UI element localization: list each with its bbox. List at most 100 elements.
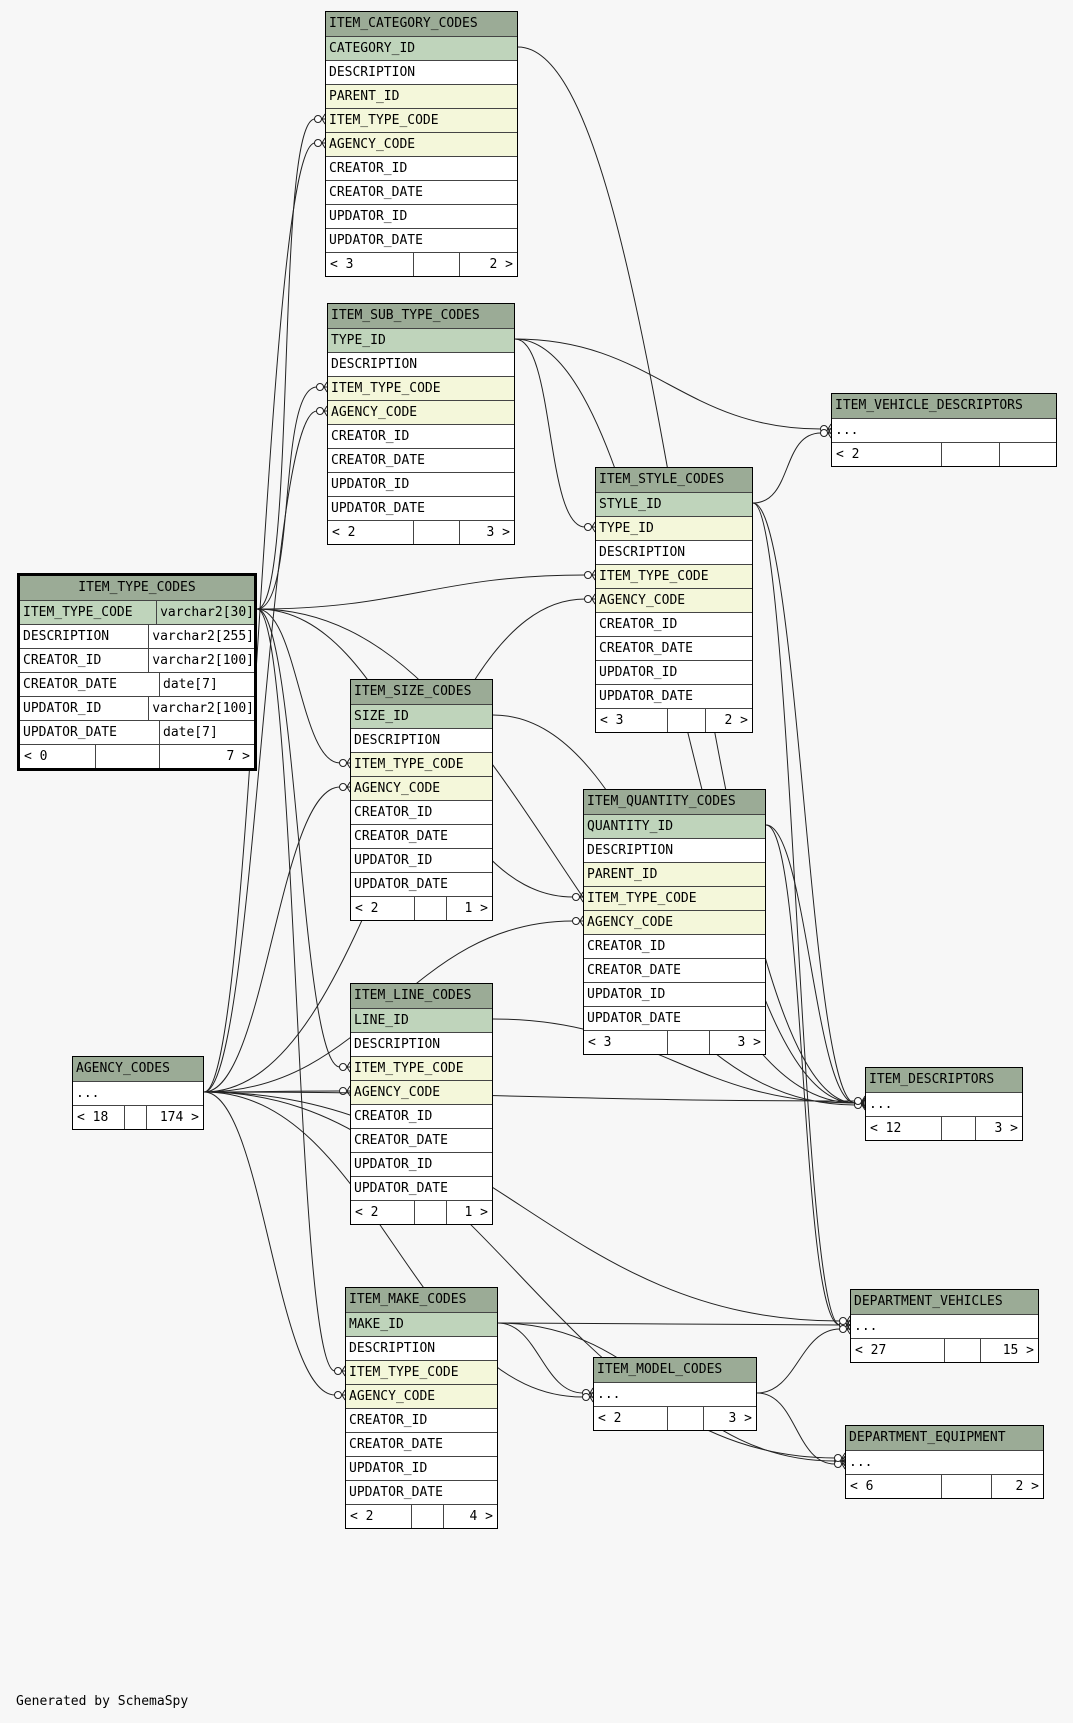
column-row[interactable]: ITEM_TYPE_CODE	[351, 752, 492, 776]
parent-count[interactable]: < 27	[851, 1339, 945, 1362]
parent-count[interactable]: < 2	[594, 1407, 668, 1430]
column-row[interactable]: AGENCY_CODE	[351, 776, 492, 800]
column-row[interactable]: CREATOR_ID	[351, 1104, 492, 1128]
column-row[interactable]: UPDATOR_DATE	[328, 496, 514, 520]
collapsed-columns[interactable]: ...	[851, 1314, 1038, 1338]
column-row[interactable]: AGENCY_CODE	[328, 400, 514, 424]
column-row[interactable]: UPDATOR_DATE	[351, 1176, 492, 1200]
column-row[interactable]: DESCRIPTION	[328, 352, 514, 376]
parent-count[interactable]: < 2	[832, 443, 942, 466]
column-row[interactable]: UPDATOR_ID	[326, 204, 517, 228]
column-row[interactable]: UPDATOR_ID	[346, 1456, 497, 1480]
collapsed-columns[interactable]: ...	[866, 1092, 1022, 1116]
collapsed-columns[interactable]: ...	[846, 1450, 1043, 1474]
column-row[interactable]: DESCRIPTION	[351, 728, 492, 752]
column-row[interactable]: ITEM_TYPE_CODE	[326, 108, 517, 132]
column-row[interactable]: CREATOR_ID	[596, 612, 752, 636]
child-count[interactable]: 15 >	[981, 1339, 1038, 1362]
child-count[interactable]: 3 >	[460, 521, 514, 544]
parent-count[interactable]: < 3	[596, 709, 668, 732]
parent-count[interactable]: < 2	[351, 1201, 415, 1224]
column-row[interactable]: CREATOR_ID	[351, 800, 492, 824]
collapsed-columns[interactable]: ...	[832, 418, 1056, 442]
column-row[interactable]: AGENCY_CODE	[326, 132, 517, 156]
parent-count[interactable]: < 2	[351, 897, 415, 920]
parent-count[interactable]: < 18	[73, 1106, 125, 1129]
column-row[interactable]: UPDATOR_ID	[351, 1152, 492, 1176]
child-count[interactable]: 1 >	[447, 1201, 492, 1224]
parent-count[interactable]: < 12	[866, 1117, 942, 1140]
column-row[interactable]: DESCRIPTION	[326, 60, 517, 84]
child-count[interactable]: 2 >	[706, 709, 752, 732]
column-row[interactable]: SIZE_ID	[351, 704, 492, 728]
column-row[interactable]: UPDATOR_DATE	[596, 684, 752, 708]
column-row[interactable]: PARENT_ID	[326, 84, 517, 108]
parent-count[interactable]: < 2	[346, 1505, 412, 1528]
child-count[interactable]: 4 >	[444, 1505, 497, 1528]
column-row[interactable]: UPDATOR_ID	[351, 848, 492, 872]
column-row[interactable]: CREATOR_DATE	[351, 824, 492, 848]
column-row[interactable]: UPDATOR_DATE	[346, 1480, 497, 1504]
column-row[interactable]: DESCRIPTION	[584, 838, 765, 862]
column-row[interactable]: CREATOR_DATE	[351, 1128, 492, 1152]
column-row[interactable]: AGENCY_CODE	[584, 910, 765, 934]
column-row[interactable]: CREATOR_DATE	[328, 448, 514, 472]
column-row[interactable]: CREATOR_ID	[326, 156, 517, 180]
column-row[interactable]: UPDATOR_DATE	[351, 872, 492, 896]
column-row[interactable]: ITEM_TYPE_CODE	[584, 886, 765, 910]
column-row[interactable]: CATEGORY_ID	[326, 36, 517, 60]
child-count[interactable]: 3 >	[976, 1117, 1022, 1140]
column-row[interactable]: AGENCY_CODE	[346, 1384, 497, 1408]
column-row[interactable]: UPDATOR_ID	[584, 982, 765, 1006]
column-row[interactable]: ITEM_TYPE_CODE	[351, 1056, 492, 1080]
column-row[interactable]: AGENCY_CODE	[351, 1080, 492, 1104]
child-count[interactable]	[1000, 443, 1056, 466]
collapsed-columns[interactable]: ...	[73, 1081, 203, 1105]
column-row[interactable]: UPDATOR_ID	[596, 660, 752, 684]
column-row[interactable]: AGENCY_CODE	[596, 588, 752, 612]
collapsed-columns[interactable]: ...	[594, 1382, 756, 1406]
column-row[interactable]: DESCRIPTION	[351, 1032, 492, 1056]
column-row[interactable]: ITEM_TYPE_CODE	[328, 376, 514, 400]
column-row[interactable]: LINE_ID	[351, 1008, 492, 1032]
column-row[interactable]: DESCRIPTION	[346, 1336, 497, 1360]
column-row[interactable]: TYPE_ID	[328, 328, 514, 352]
column-row[interactable]: CREATOR_ID	[328, 424, 514, 448]
child-count[interactable]: 3 >	[704, 1407, 756, 1430]
column-row[interactable]: DESCRIPTION	[596, 540, 752, 564]
column-row[interactable]: QUANTITY_ID	[584, 814, 765, 838]
parent-count[interactable]: < 2	[328, 521, 414, 544]
column-row[interactable]: ITEM_TYPE_CODE	[346, 1360, 497, 1384]
child-count[interactable]: 174 >	[147, 1106, 203, 1129]
column-row[interactable]: CREATOR_ID	[346, 1408, 497, 1432]
child-count[interactable]: 1 >	[447, 897, 492, 920]
column-row[interactable]: MAKE_ID	[346, 1312, 497, 1336]
column-row[interactable]: ITEM_TYPE_CODE	[596, 564, 752, 588]
child-count[interactable]: 2 >	[460, 253, 517, 276]
column-row[interactable]: PARENT_ID	[584, 862, 765, 886]
column-row[interactable]: TYPE_ID	[596, 516, 752, 540]
column-row[interactable]: CREATOR_DATE	[584, 958, 765, 982]
column-row[interactable]: CREATOR_DATE	[346, 1432, 497, 1456]
column-row[interactable]: CREATOR_ID	[584, 934, 765, 958]
column-row[interactable]: UPDATOR_ID	[328, 472, 514, 496]
table-item-vehicle-descriptors[interactable]: ITEM_VEHICLE_DESCRIPTORS...< 2	[831, 393, 1057, 467]
parent-count[interactable]: < 3	[584, 1031, 668, 1054]
child-count[interactable]: 2 >	[992, 1475, 1043, 1498]
